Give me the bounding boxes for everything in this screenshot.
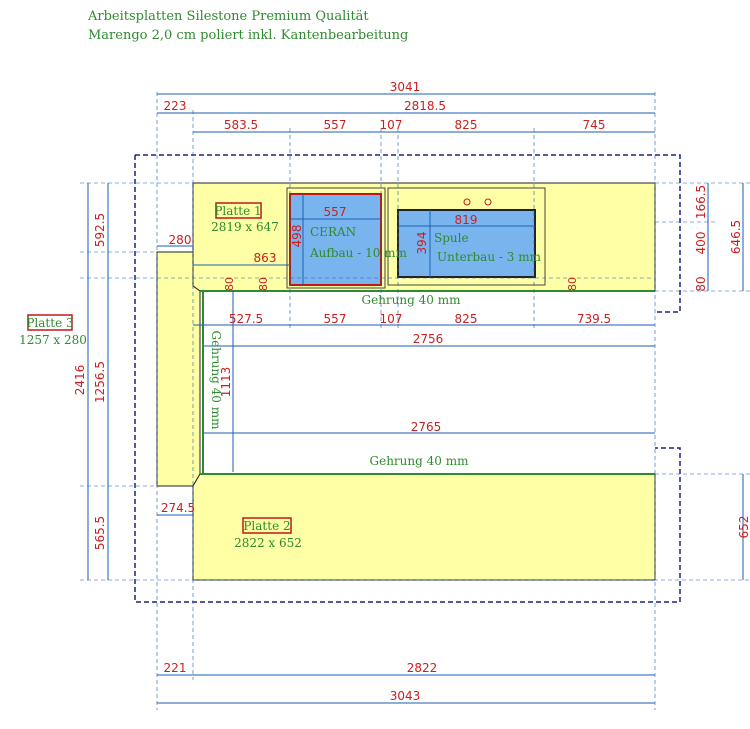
dim-top-right: 2818.5	[404, 99, 446, 113]
title-line-2: Marengo 2,0 cm poliert inkl. Kantenbearb…	[88, 28, 408, 43]
dim-5655: 565.5	[93, 516, 107, 550]
plate-1-size: 2819 x 647	[211, 220, 279, 234]
dim-seg4: 825	[455, 118, 478, 132]
dim-total-top: 3041	[390, 80, 421, 94]
dim-280: 280	[169, 233, 192, 247]
dim-394: 394	[415, 232, 429, 255]
plate-3-name-box	[27, 314, 73, 331]
ceran-cutout	[289, 193, 382, 286]
dim-seg1: 583.5	[224, 118, 258, 132]
tap-hole-1	[463, 198, 471, 206]
dim-3043: 3043	[390, 689, 421, 703]
ceran-note: Aufbau - 10 mm	[309, 246, 408, 260]
dim-bseg2: 557	[324, 312, 347, 326]
plate-2-size: 2822 x 652	[234, 536, 302, 550]
extension-lines	[80, 92, 750, 710]
plate-3-size: 1257 x 280	[19, 333, 87, 347]
dim-819-spule: 819	[455, 213, 478, 227]
dim-80-b: 80	[257, 277, 270, 291]
ceran-frame	[286, 187, 386, 289]
title-line-1: Arbeitsplatten Silestone Premium Qualitä…	[87, 9, 369, 24]
dim-400: 400	[694, 232, 708, 255]
joint-label-lower: Gehrung 40 mm	[370, 454, 470, 468]
dim-863: 863	[254, 251, 277, 265]
dim-inner-width: 2756	[413, 332, 444, 346]
plate-2-name: Platte 2	[243, 519, 290, 533]
dim-221: 221	[164, 661, 187, 675]
dim-seg2: 557	[324, 118, 347, 132]
dim-top-left: 223	[164, 99, 187, 113]
spule-frame	[387, 187, 546, 286]
plate-2-name-box	[242, 517, 292, 534]
dim-bseg4: 825	[455, 312, 478, 326]
ceran-label: CERAN	[310, 225, 356, 239]
outer-boundary-left	[134, 155, 681, 603]
dim-80-right: 80	[694, 276, 708, 291]
joint-label-vertical: Gehrung 40 mm	[209, 331, 223, 431]
dim-2416: 2416	[73, 365, 87, 396]
dim-2745: 274.5	[161, 501, 195, 515]
dim-5925: 592.5	[93, 213, 107, 247]
dim-mid-width: 2765	[411, 420, 442, 434]
dim-6465: 646.5	[729, 220, 743, 254]
dim-1665: 166.5	[694, 185, 708, 219]
outer-boundary	[135, 154, 681, 313]
dim-bseg1: 527.5	[229, 312, 263, 326]
dimension-lines	[87, 93, 744, 704]
dim-bseg5: 739.5	[577, 312, 611, 326]
dim-seg3: 107	[380, 118, 403, 132]
dim-2822: 2822	[407, 661, 438, 675]
dim-1113: 1113	[219, 367, 233, 398]
dim-80-a: 80	[223, 277, 236, 291]
spule-note: Unterbau - 3 mm	[437, 250, 542, 264]
dim-652: 652	[737, 516, 750, 539]
dim-12565: 1256.5	[93, 361, 107, 403]
dim-80-c: 80	[566, 277, 579, 291]
plate-3-name: Platte 3	[26, 316, 73, 330]
plate-1-name-box	[215, 202, 262, 219]
dim-498: 498	[290, 225, 304, 248]
dim-bseg3: 107	[380, 312, 403, 326]
plate-3-slab	[156, 251, 201, 487]
tap-hole-2	[484, 198, 492, 206]
spule-label: Spule	[434, 231, 469, 245]
dim-557-ceran: 557	[324, 205, 347, 219]
joint-label-upper: Gehrung 40 mm	[362, 293, 462, 307]
plate-1-name: Platte 1	[214, 204, 261, 218]
dim-seg5: 745	[583, 118, 606, 132]
